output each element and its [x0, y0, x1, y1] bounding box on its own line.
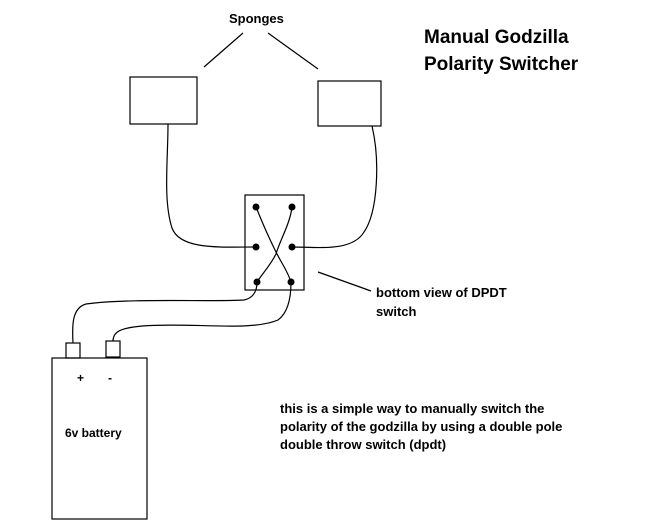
sponges-label: Sponges	[229, 11, 284, 26]
switch-caption-line-1: bottom view of DPDT	[376, 285, 507, 300]
cross-wire-top-right	[256, 206, 293, 283]
wire-battery-plus	[72, 281, 258, 344]
dpdt-switch	[244, 194, 305, 291]
description-line-1: this is a simple way to manually switch …	[280, 401, 545, 416]
battery-terminal-minus	[105, 340, 121, 358]
title-line-1: Manual Godzilla	[424, 27, 569, 48]
battery-plus-label: +	[77, 371, 85, 385]
description-line-3: double throw switch (dpdt)	[280, 437, 447, 452]
battery-minus-label: -	[108, 371, 112, 385]
description-line-2: polarity of the godzilla by using a doub…	[280, 419, 563, 434]
wire-left-sponge-to-switch	[166, 123, 257, 248]
terminal-dot-bottom-left	[253, 278, 261, 286]
cross-wire-top-left	[255, 206, 292, 283]
sponge-pointer-right	[267, 32, 319, 70]
terminal-dot-bottom-right	[287, 278, 295, 286]
terminal-dot-top-right	[288, 203, 296, 211]
sponge-right	[317, 80, 382, 127]
terminal-dot-mid-right	[288, 243, 296, 251]
terminal-dot-top-left	[252, 203, 260, 211]
title-line-2: Polarity Switcher	[424, 54, 579, 75]
switch-caption-pointer	[317, 271, 372, 292]
description-text: this is a simple way to manually switch …	[280, 400, 562, 454]
battery-body	[51, 357, 148, 520]
switch-caption: bottom view of DPDT switch	[376, 283, 507, 321]
battery-terminal-plus	[65, 342, 81, 359]
terminal-dot-mid-left	[252, 243, 260, 251]
sponge-pointer-left	[203, 32, 244, 68]
switch-caption-line-2: switch	[376, 304, 417, 319]
sponge-left	[129, 76, 198, 125]
wire-right-sponge-to-switch	[291, 125, 378, 249]
battery-label: 6v battery	[65, 426, 122, 440]
wire-battery-minus	[112, 281, 292, 342]
page-title: Manual Godzilla Polarity Switcher	[424, 24, 578, 78]
